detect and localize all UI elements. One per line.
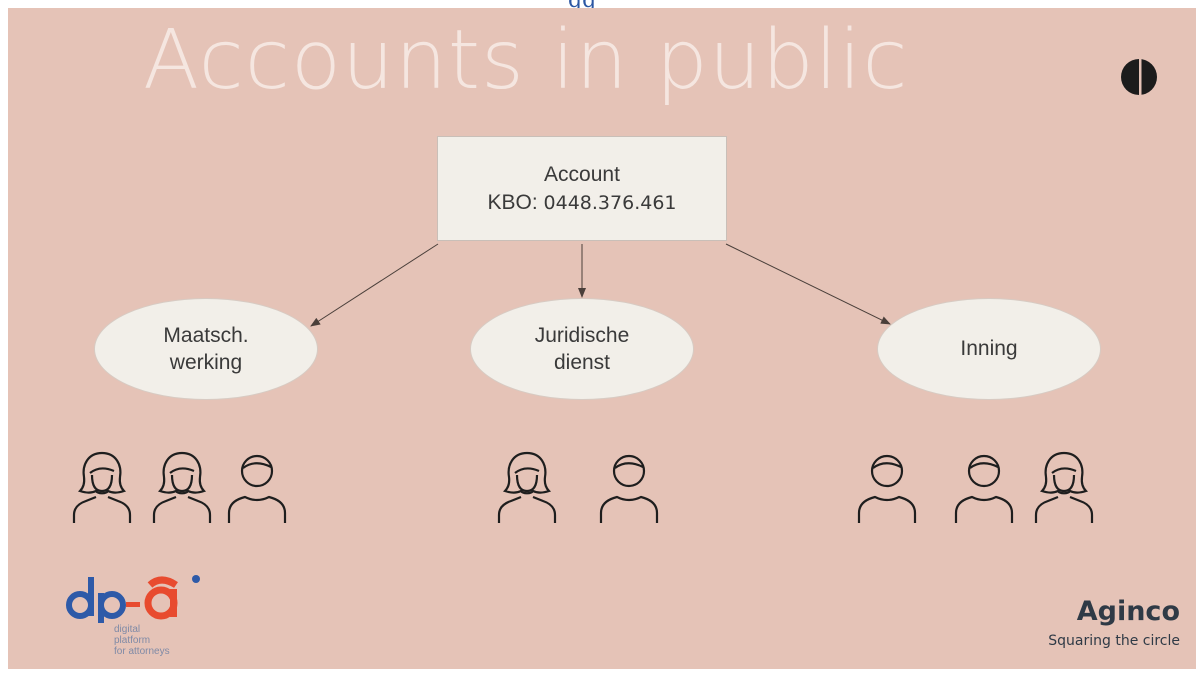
person-female-icon bbox=[72, 451, 132, 523]
arrow-left bbox=[310, 243, 439, 327]
arrow-right bbox=[725, 243, 891, 325]
dpa-logo: digital platform for attorneys bbox=[66, 563, 226, 663]
dpa-logo-mark-icon bbox=[66, 575, 200, 623]
kbo-number: 0448.376.461 bbox=[543, 192, 677, 214]
dpa-tagline-2: platform bbox=[114, 635, 151, 646]
aginco-logo: Aginco Squaring the circle bbox=[1048, 596, 1180, 649]
slide-title: Accounts in public bbox=[143, 13, 909, 108]
person-male-icon bbox=[599, 454, 659, 523]
person-male-icon bbox=[227, 454, 287, 523]
account-box: Account KBO: 0448.376.461 bbox=[437, 136, 727, 241]
connector-arrows bbox=[310, 243, 891, 327]
kbo-line: KBO: 0448.376.461 bbox=[438, 191, 726, 215]
aginco-tagline: Squaring the circle bbox=[1048, 633, 1180, 649]
person-male-icon bbox=[857, 454, 917, 523]
top-strip bbox=[0, 0, 1204, 8]
aginco-name: Aginco bbox=[1076, 596, 1180, 627]
dpa-tagline-3: for attorneys bbox=[114, 646, 170, 657]
person-male-icon bbox=[954, 454, 1014, 523]
account-label: Account bbox=[544, 163, 620, 186]
person-female-icon bbox=[152, 451, 212, 523]
person-female-icon bbox=[1034, 451, 1094, 523]
person-female-icon bbox=[497, 451, 557, 523]
node-juridische-dienst: Juridische dienst bbox=[470, 298, 694, 400]
dpa-tagline-1: digital bbox=[114, 624, 141, 635]
node-maatsch-werking: Maatsch. werking bbox=[94, 298, 318, 400]
kbo-label: KBO: bbox=[487, 191, 544, 214]
node-inning: Inning bbox=[877, 298, 1101, 400]
brand-mark-icon bbox=[1121, 59, 1157, 95]
slide: Accounts in public Account KBO: 0448.376… bbox=[8, 8, 1196, 669]
